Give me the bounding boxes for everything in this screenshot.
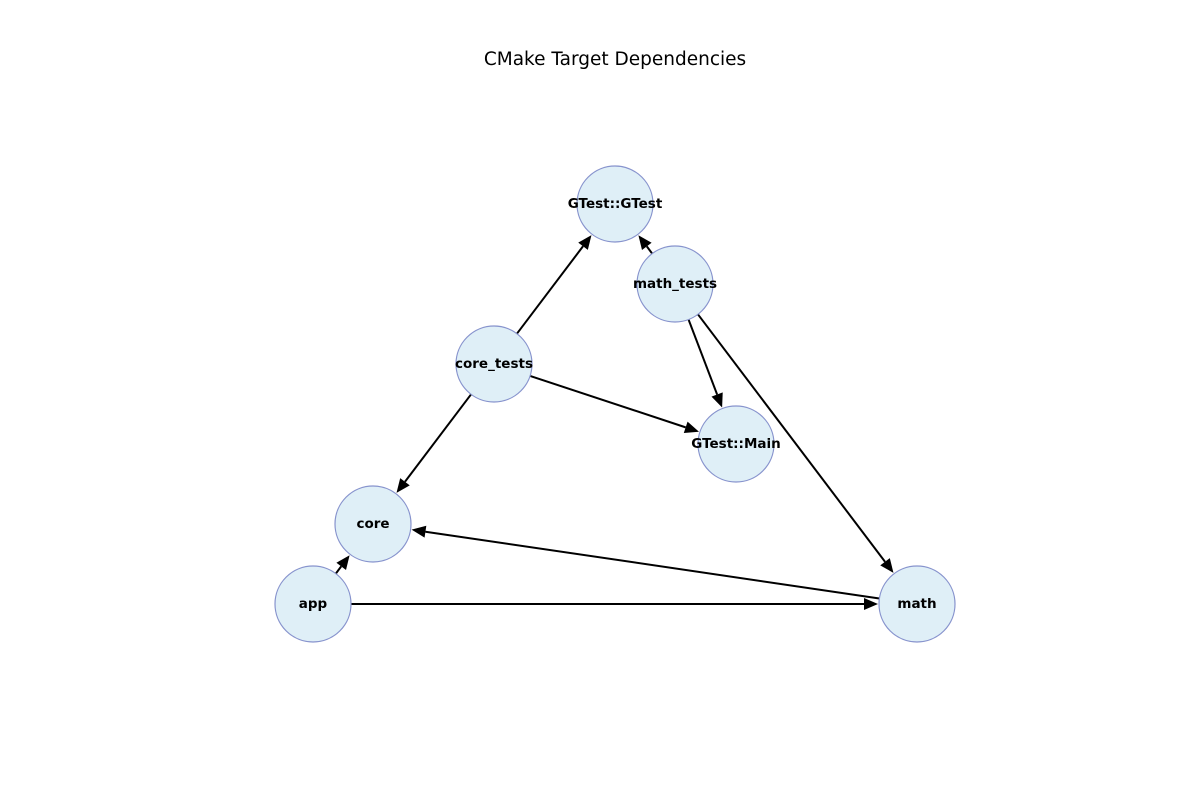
node-app: app [274, 565, 352, 643]
edge-math-to-core [411, 525, 880, 600]
diagram-title: CMake Target Dependencies [483, 49, 747, 70]
node-circle [697, 405, 775, 483]
node-label: math [897, 596, 936, 612]
node-gtest_main: GTest::Main [691, 405, 781, 483]
node-gtest: GTest::GTest [568, 165, 663, 243]
edge-line [687, 319, 719, 395]
edge-line [529, 374, 686, 429]
arrowhead-icon [638, 235, 652, 250]
arrowhead-icon [578, 235, 592, 250]
edge-math_tests-to-math [697, 313, 894, 573]
edge-line [425, 530, 880, 600]
arrowhead-icon [336, 555, 350, 570]
node-core_tests: core_tests [455, 325, 533, 403]
edge-core_tests-to-gtest_main [529, 374, 699, 434]
node-label: core [356, 516, 389, 532]
node-circle [878, 565, 956, 643]
edge-line [404, 393, 472, 483]
edge-math_tests-to-gtest_main [687, 319, 723, 408]
edge-line [516, 245, 584, 335]
node-math_tests: math_tests [633, 245, 717, 323]
node-label: app [299, 596, 328, 612]
node-math: math [878, 565, 956, 643]
edge-math_tests-to-gtest [638, 235, 654, 255]
arrowhead-icon [396, 478, 410, 493]
node-label: core_tests [455, 356, 533, 372]
node-label: GTest::Main [691, 436, 780, 452]
edge-app-to-math [351, 598, 878, 610]
arrowhead-icon [880, 558, 894, 573]
edges-layer [334, 235, 894, 610]
edge-core_tests-to-gtest [516, 235, 592, 335]
node-core: core [334, 485, 412, 563]
arrowhead-icon [711, 392, 723, 408]
arrowhead-icon [864, 598, 878, 610]
edge-core_tests-to-core [396, 393, 472, 493]
node-circle [455, 325, 533, 403]
node-circle [576, 165, 654, 243]
arrowhead-icon [683, 421, 699, 434]
edge-line [697, 313, 886, 563]
node-label: math_tests [633, 276, 717, 292]
arrowhead-icon [411, 525, 427, 538]
node-circle [274, 565, 352, 643]
edge-line [334, 565, 343, 575]
node-circle [334, 485, 412, 563]
edge-app-to-core [334, 555, 350, 575]
node-circle [636, 245, 714, 323]
edge-line [645, 245, 654, 255]
nodes-layer: GTest::GTestmath_testscore_testsGTest::M… [274, 165, 956, 643]
node-label: GTest::GTest [568, 196, 663, 212]
